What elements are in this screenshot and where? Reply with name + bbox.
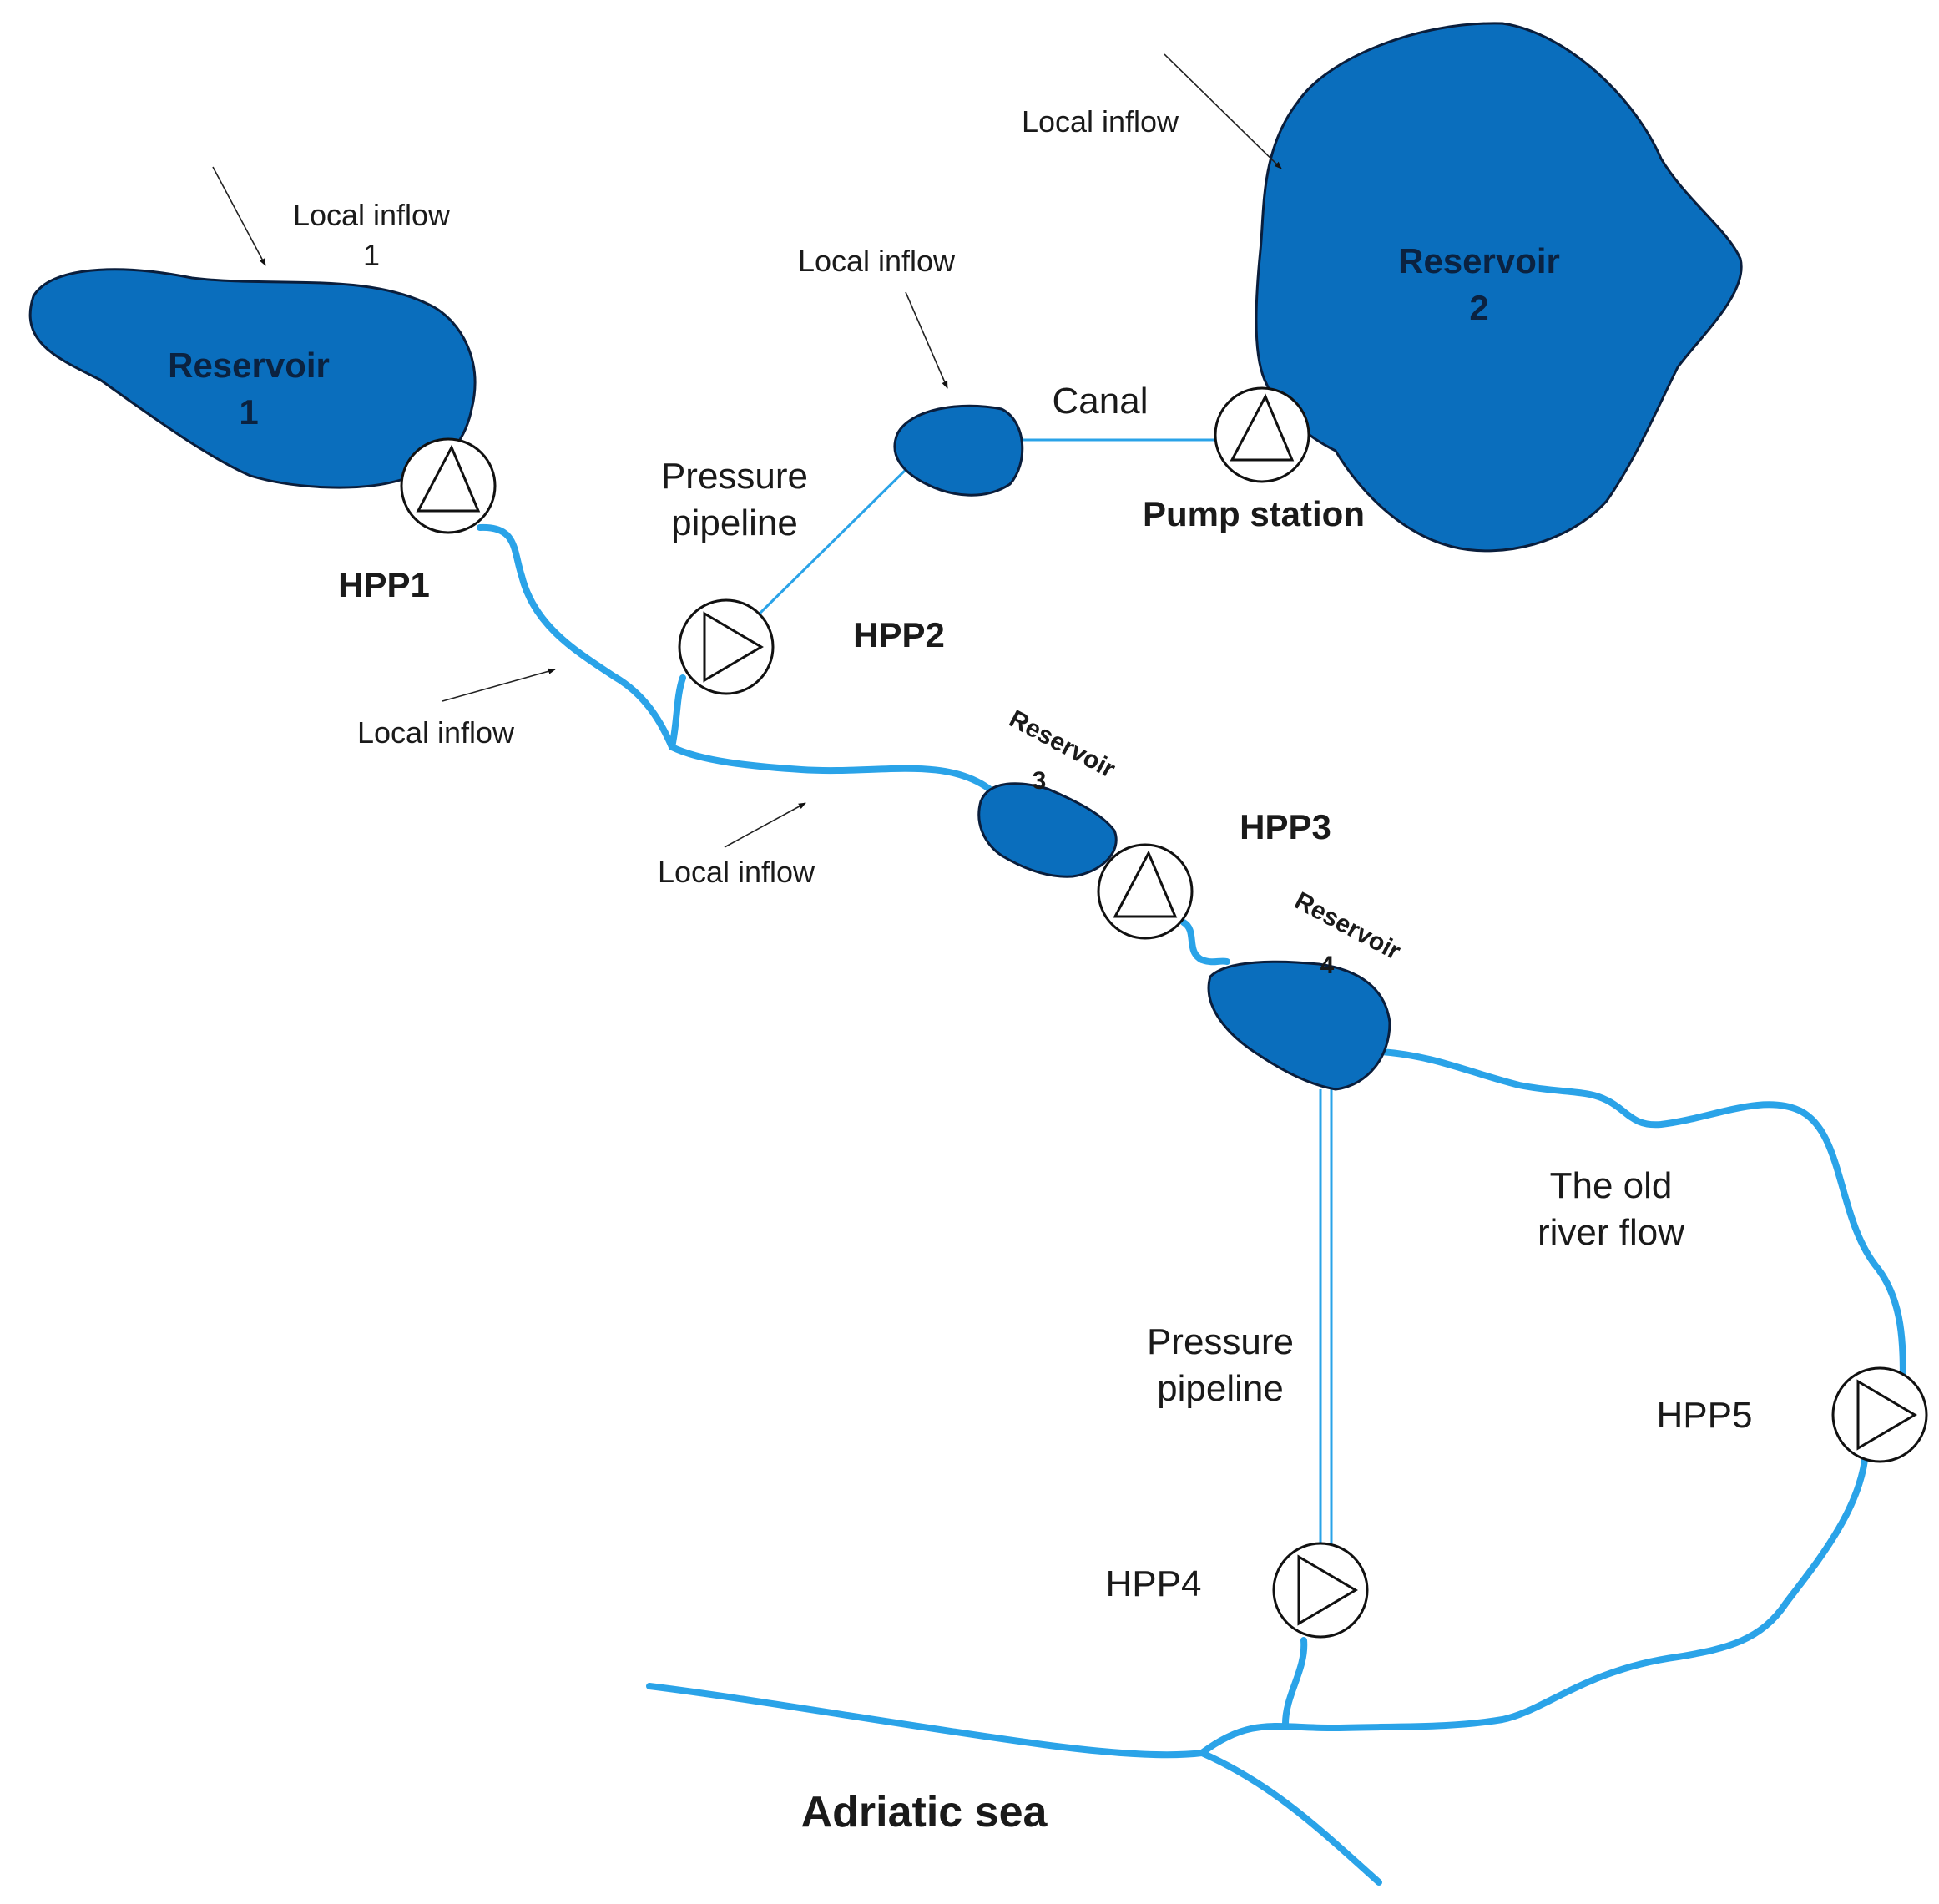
hpp2-label: HPP2 — [853, 615, 945, 654]
inflow-arrow-small-reservoir — [905, 291, 948, 389]
river-hpp4-to-sea — [1282, 1637, 1308, 1727]
inflow-arrow-left — [442, 668, 556, 702]
reservoir-4-number: 4 — [1320, 952, 1335, 979]
local-inflow-reservoir-2-label: Local inflow — [1022, 104, 1179, 139]
hpp5-turbine-icon — [1831, 1366, 1928, 1463]
pump-station-label: Pump station — [1143, 494, 1365, 533]
pressure-pipeline-1-label-line1: Pressure — [661, 456, 808, 497]
reservoir-small — [893, 404, 1024, 497]
inflow-arrow-reservoir-1 — [212, 166, 266, 266]
reservoir-1-number: 1 — [239, 392, 258, 432]
hpp5-label: HPP5 — [1657, 1395, 1753, 1436]
reservoir-1-label: Reservoir — [168, 346, 330, 385]
local-inflow-1-number: 1 — [363, 238, 380, 272]
hpp4-turbine-icon — [1272, 1542, 1369, 1639]
hpp3-label: HPP3 — [1240, 807, 1331, 846]
old-river-flow — [1378, 1048, 1906, 1389]
river-junction-to-reservoir-3 — [669, 744, 992, 792]
local-inflow-small-reservoir-label: Local inflow — [798, 244, 956, 278]
reservoir-2 — [1255, 22, 1743, 553]
river-hpp3-to-reservoir-4 — [1180, 919, 1230, 966]
local-inflow-1-label: Local inflow — [293, 198, 451, 232]
reservoir-4 — [1207, 960, 1391, 1091]
reservoir-3-number: 3 — [1033, 767, 1047, 795]
river-hpp5-to-sea — [1199, 1449, 1869, 1756]
reservoir-2-number: 2 — [1469, 288, 1488, 327]
adriatic-sea-label: Adriatic sea — [801, 1788, 1048, 1836]
pump-station-icon — [1214, 386, 1310, 483]
reservoir-4-label: Reservoir — [1290, 887, 1406, 966]
hpp2-turbine-icon — [678, 598, 775, 695]
pressure-pipeline-2-label-line2: pipeline — [1157, 1368, 1284, 1409]
canal-label: Canal — [1053, 381, 1149, 422]
local-inflow-left-label: Local inflow — [357, 715, 515, 750]
inflow-arrow-reservoir-2 — [1164, 53, 1282, 169]
river-hpp1-to-junction — [477, 523, 675, 750]
pressure-pipeline-hpp2 — [758, 464, 911, 615]
hpp3-turbine-icon — [1097, 843, 1194, 940]
reservoir-3-label: Reservoir — [1005, 705, 1120, 784]
old-river-label-line2: river flow — [1538, 1212, 1684, 1253]
hpp4-label: HPP4 — [1106, 1563, 1202, 1604]
inflow-arrow-bottom — [724, 802, 806, 848]
reservoir-2-label: Reservoir — [1398, 241, 1560, 280]
old-river-label-line1: The old — [1550, 1165, 1673, 1206]
hpp1-label: HPP1 — [338, 565, 430, 604]
hpp1-turbine-icon — [400, 437, 497, 534]
pressure-pipeline-1-label-line2: pipeline — [671, 503, 798, 543]
coastline — [646, 1683, 1382, 1886]
reservoir-3 — [977, 782, 1118, 878]
local-inflow-bottom-label: Local inflow — [658, 855, 815, 889]
pressure-pipeline-2-label-line1: Pressure — [1147, 1321, 1294, 1362]
river-hpp2-to-junction — [669, 674, 686, 750]
